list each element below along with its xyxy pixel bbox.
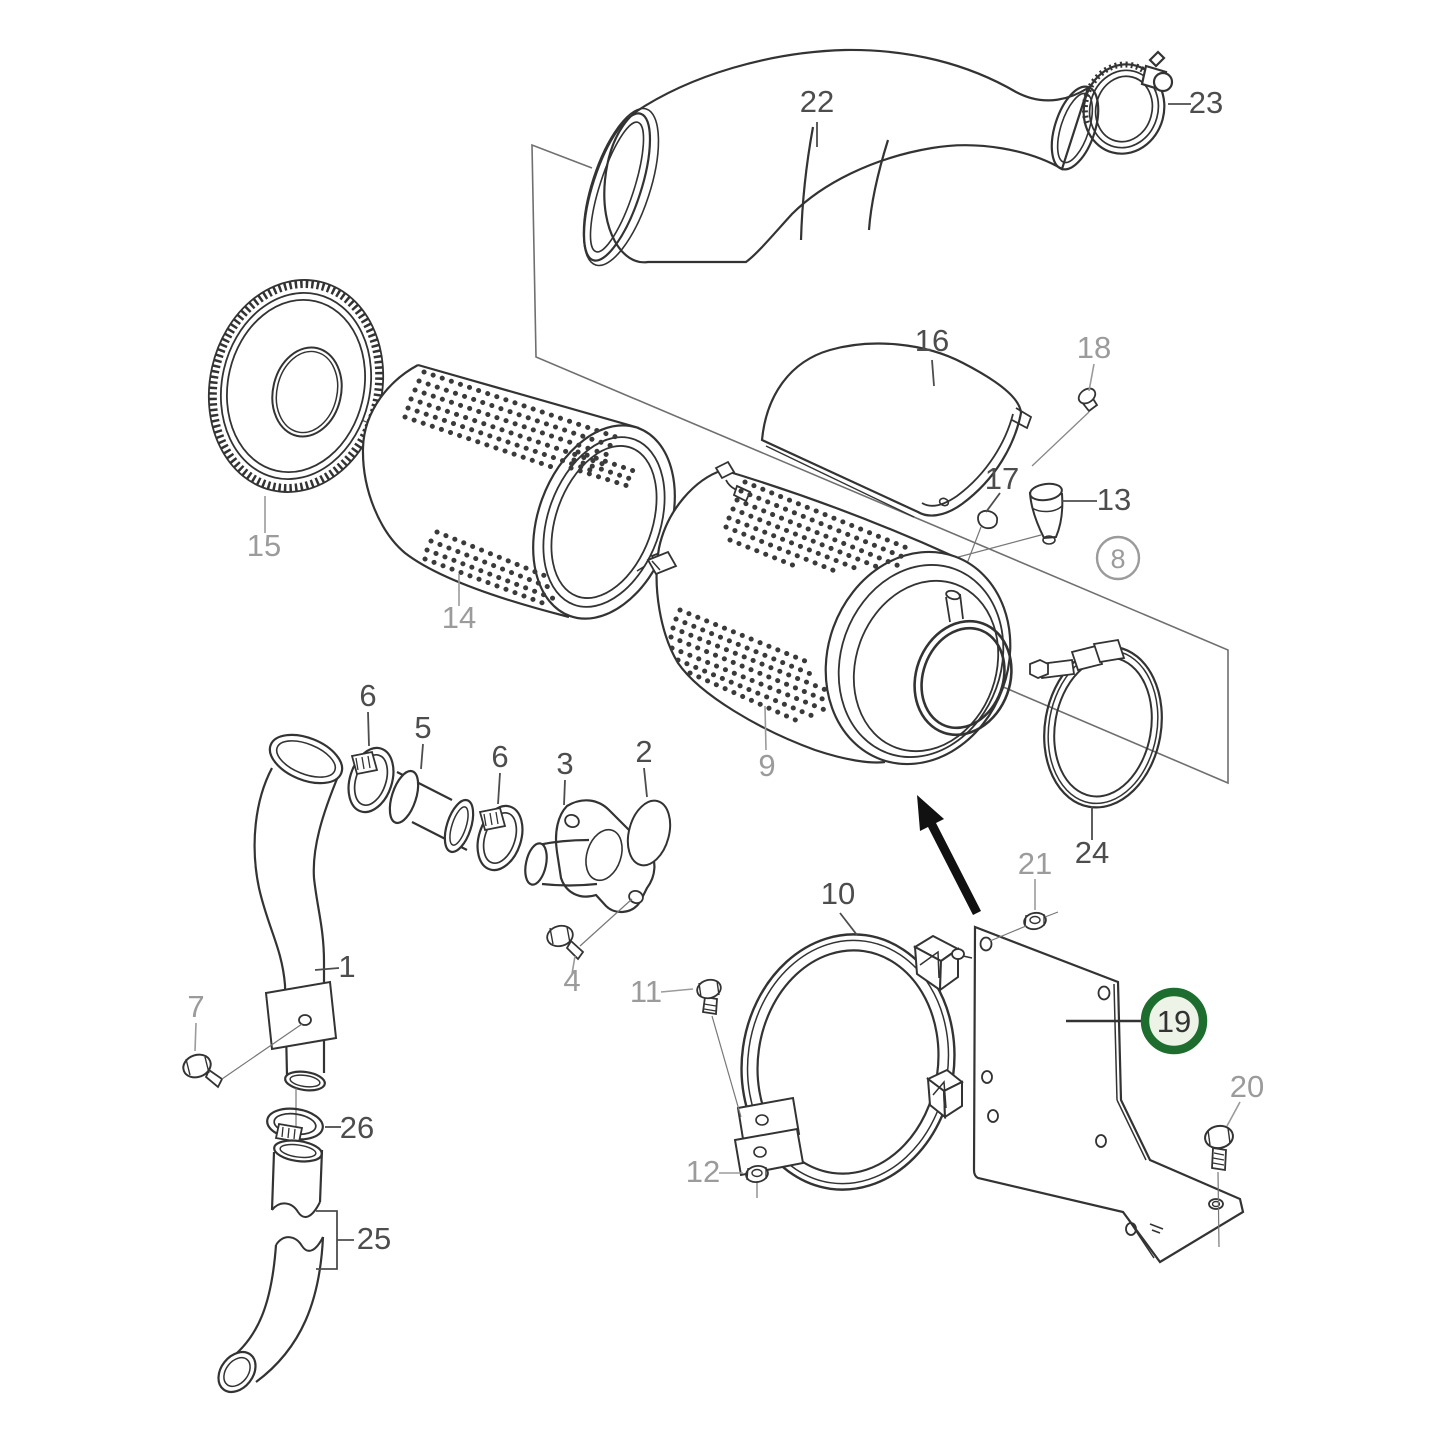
part-9-filter-housing <box>636 460 1013 766</box>
part-11-bolt <box>696 978 742 1118</box>
part-2-gasket <box>626 799 672 867</box>
part-13-dust-valve <box>950 482 1064 560</box>
part-16-shield <box>760 342 1033 518</box>
part-12-nut <box>745 1164 769 1198</box>
balloon-19-ring <box>1140 987 1208 1055</box>
part-label-14: 14 <box>442 600 476 635</box>
part-4-bolt <box>546 898 633 961</box>
part-22-intake-hose <box>582 48 1100 267</box>
part-label-2: 2 <box>635 734 652 769</box>
highlight-balloon-19[interactable]: 19 <box>1066 987 1208 1055</box>
balloon-19-text: 19 <box>1157 1004 1191 1039</box>
part-6-clamp-a <box>347 746 395 814</box>
part-19-bracket <box>972 925 1245 1264</box>
part-label-7: 7 <box>187 989 204 1024</box>
part-label-10: 10 <box>821 876 855 911</box>
assembly-direction-arrow <box>917 795 981 915</box>
part-14-perforations <box>402 369 643 608</box>
part-label-23: 23 <box>1189 85 1223 120</box>
part-5-sleeve <box>388 769 475 854</box>
part-label-26: 26 <box>340 1110 374 1145</box>
part-1-pipe <box>253 733 344 1092</box>
part-label-25: 25 <box>357 1221 391 1256</box>
part-10-mounting-ring <box>733 933 1019 1191</box>
part-label-24: 24 <box>1075 835 1109 870</box>
part-label-1: 1 <box>338 949 355 984</box>
part-label-21: 21 <box>1018 846 1052 881</box>
part-label-16: 16 <box>915 323 949 358</box>
part-25-hose <box>217 1139 325 1394</box>
part-26-clamp <box>266 1107 324 1144</box>
part-21-nut <box>989 911 1059 942</box>
part-label-3: 3 <box>556 746 573 781</box>
part-label-5: 5 <box>414 710 431 745</box>
balloon-8-text: 8 <box>1110 544 1125 574</box>
part-labels: 22 23 16 18 15 14 17 13 9 24 21 6 5 6 3 … <box>187 84 1264 1256</box>
part-label-12: 12 <box>686 1154 720 1189</box>
part-label-18: 18 <box>1077 330 1111 365</box>
reference-balloon-8: 8 <box>1095 535 1141 581</box>
part-label-6a: 6 <box>359 678 376 713</box>
part-18-screw <box>1031 387 1099 467</box>
part-6-clamp-b <box>476 804 524 872</box>
part-label-22: 22 <box>800 84 834 119</box>
part-23-clamp <box>1081 50 1174 155</box>
part-label-9: 9 <box>758 748 775 783</box>
part-label-13: 13 <box>1097 482 1131 517</box>
part-24-clamp <box>1029 638 1163 809</box>
part-label-11: 11 <box>630 974 662 1009</box>
section-frame <box>531 143 1229 785</box>
part-3-elbow-fitting <box>524 799 656 913</box>
part-9-perforations <box>668 479 915 725</box>
part-label-6b: 6 <box>491 739 508 774</box>
part-label-20: 20 <box>1230 1069 1264 1104</box>
part-7-bolt <box>182 1023 303 1089</box>
leader-lines-light <box>194 363 1241 1174</box>
part-label-15: 15 <box>247 528 281 563</box>
leader-lines-dark <box>314 103 1191 1270</box>
part-20-bolt <box>1204 1124 1234 1248</box>
part-label-4: 4 <box>563 963 580 998</box>
part-label-17: 17 <box>985 461 1019 496</box>
